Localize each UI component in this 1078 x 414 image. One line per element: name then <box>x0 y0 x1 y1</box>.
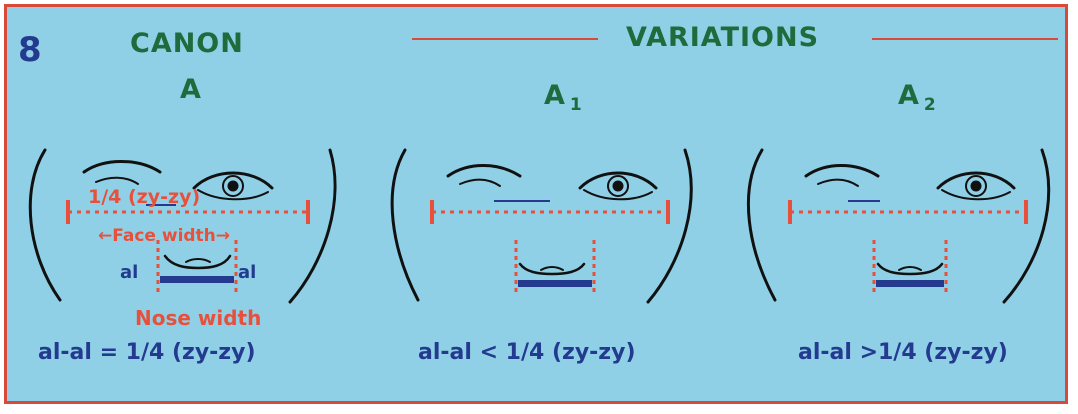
face-a2-left-brow <box>804 164 880 178</box>
variations-rule-right <box>872 38 1058 40</box>
face-a2-right-eye-lower <box>941 189 1011 201</box>
face-a1-right-pupil <box>612 180 624 192</box>
face-a1-right-contour <box>646 148 693 304</box>
face-a1-nose-tip <box>540 266 564 271</box>
face-a1-right-iris <box>607 175 629 197</box>
face-a2-left-contour <box>746 148 777 302</box>
face-a-nose-tip <box>185 258 211 263</box>
face-a2-nose <box>876 262 944 276</box>
panel-label-a1-subscript: 1 <box>569 95 583 115</box>
face-a-measures <box>66 200 310 292</box>
face-a2-nose-bar <box>876 280 944 287</box>
face-a-nose <box>163 254 232 270</box>
face-a2-left-lid <box>817 178 859 187</box>
panel-label-a-text: A <box>180 74 202 105</box>
face-a1-measures <box>430 200 670 292</box>
nose-width-label: Nose width <box>135 306 262 330</box>
quarter-zy-label: 1/4 (zy-zy) <box>88 186 201 208</box>
face-a2-right-iris <box>965 175 987 197</box>
face-a1-right-eye-lower <box>583 189 653 201</box>
face-a1-right-eye-upper <box>578 171 658 190</box>
panel-label-a1-text: A <box>544 80 566 111</box>
al-right-label: al <box>238 262 257 283</box>
face-a1-nose <box>518 262 586 276</box>
formula-a1: al-al < 1/4 (zy-zy) <box>418 340 636 365</box>
al-left-label: al <box>120 262 139 283</box>
face-a1 <box>390 148 693 304</box>
face-a-nose-bar <box>160 276 234 283</box>
face-width-label: ←Face width→ <box>98 226 231 246</box>
face-a2-right-eye-upper <box>936 171 1016 190</box>
face-a-left-contour <box>28 148 62 302</box>
variations-rule-left <box>412 38 598 40</box>
formula-a: al-al = 1/4 (zy-zy) <box>38 340 256 365</box>
figure-frame <box>4 4 1068 404</box>
face-a-right-pupil <box>227 180 239 192</box>
face-a2-nose-tip <box>898 266 922 271</box>
face-a1-left-contour <box>390 148 420 302</box>
panel-label-a: A <box>180 74 202 105</box>
face-a-left-lid <box>95 176 139 185</box>
face-a-right-contour <box>288 148 337 304</box>
face-a <box>28 148 337 304</box>
panel-label-a2-text: A <box>898 80 920 111</box>
face-a2 <box>746 148 1051 304</box>
face-a-right-iris <box>222 175 244 197</box>
face-a2-right-contour <box>1002 148 1051 304</box>
face-a1-left-lid <box>459 178 501 187</box>
formula-a2: al-al >1/4 (zy-zy) <box>798 340 1008 365</box>
face-a1-nose-bar <box>518 280 592 287</box>
face-a-right-eye-upper <box>192 171 274 190</box>
panel-label-a2-subscript: 2 <box>923 95 937 115</box>
face-a-left-brow <box>82 160 162 174</box>
figure-number: 8 <box>18 30 42 70</box>
canon-title: CANON <box>130 28 244 59</box>
face-a2-measures <box>788 200 1028 292</box>
face-a1-left-brow <box>446 164 522 178</box>
variations-title: VARIATIONS <box>626 22 820 53</box>
face-a-right-eye-lower <box>197 189 269 201</box>
face-a2-right-pupil <box>970 180 982 192</box>
